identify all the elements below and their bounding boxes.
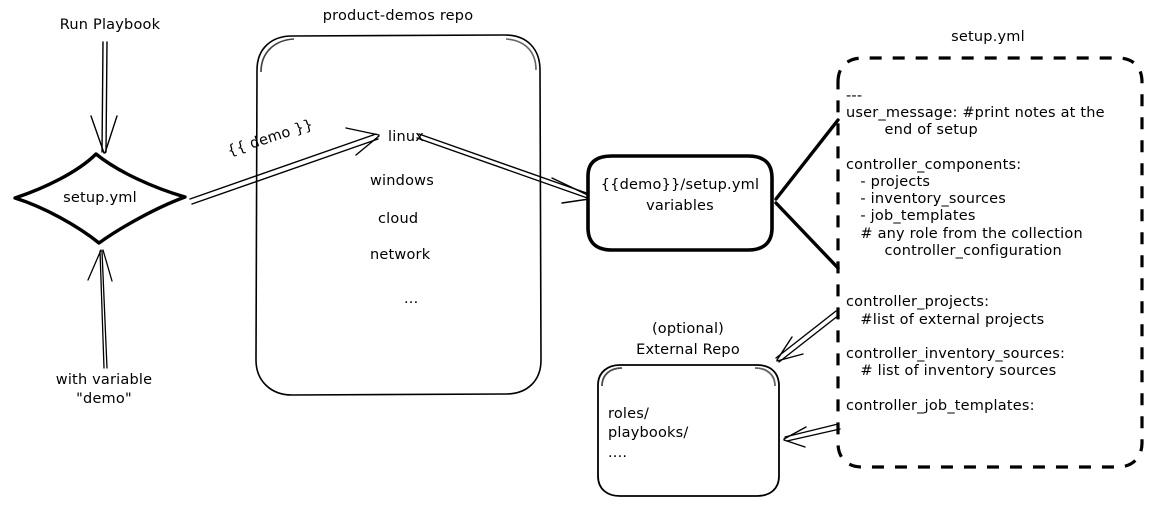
label-setup-yml-title: setup.yml	[951, 29, 1025, 45]
repo-item-cloud[interactable]: cloud	[378, 211, 419, 227]
label-with-variable-line1: with variable	[55, 372, 153, 388]
label-product-demos-repo-title: product-demos repo	[322, 8, 474, 24]
setup-yml-line	[846, 380, 1142, 397]
shape-dashed-box-setup-yml	[836, 56, 1144, 469]
repo-item-network[interactable]: network	[370, 247, 431, 263]
setup-yml-line: ---	[846, 88, 863, 104]
setup-yml-code-block: --- user_message: #print notes at the en…	[846, 88, 1142, 415]
setup-yml-line: controller_job_templates:	[846, 397, 1035, 414]
setup-yml-line: controller_configuration	[846, 242, 1062, 259]
arrow-demo-variable	[189, 127, 380, 205]
setup-yml-line: # any role from the collection	[846, 225, 1083, 242]
setup-yml-line: user_message: #print notes at the	[846, 105, 1105, 122]
setup-yml-line: controller_projects:	[846, 294, 990, 311]
setup-yml-line: controller_inventory_sources:	[846, 345, 1066, 362]
shape-diamond-setup-yml	[13, 152, 187, 245]
setup-yml-line	[846, 277, 1142, 294]
arrow-job-templates-to-external-repo	[783, 423, 841, 448]
label-vars-box-line2: variables	[646, 198, 714, 214]
setup-yml-line: controller_components:	[846, 156, 1022, 173]
shape-box-product-demos-repo	[255, 34, 542, 396]
repo-item-linux[interactable]: linux	[388, 129, 425, 145]
label-diamond-setup-yml: setup.yml	[63, 190, 137, 206]
arrow-run-playbook	[90, 41, 118, 154]
external-repo-item-playbooks: playbooks/	[608, 425, 689, 441]
label-external-repo-title-line1: (optional)	[651, 321, 725, 337]
setup-yml-line: - inventory_sources	[846, 191, 1007, 208]
setup-yml-line: # list of inventory sources	[846, 363, 1057, 380]
connector-setup-yml-to-vars	[774, 118, 840, 270]
label-run-playbook: Run Playbook	[59, 17, 161, 33]
label-vars-box-line1: {{demo}}/setup.yml	[600, 177, 760, 193]
setup-yml-line: - projects	[846, 174, 931, 190]
label-with-variable-line2: "demo"	[76, 391, 132, 407]
external-repo-item-ellipsis: ....	[608, 445, 628, 461]
setup-yml-line: - job_templates	[846, 208, 976, 225]
setup-yml-line	[846, 329, 1142, 346]
repo-item-windows[interactable]: windows	[370, 173, 434, 189]
external-repo-item-roles: roles/	[608, 406, 650, 422]
setup-yml-line	[846, 260, 1142, 277]
arrow-with-variable	[87, 249, 113, 369]
setup-yml-line	[846, 140, 1142, 157]
setup-yml-line: end of setup	[846, 122, 978, 139]
arrow-projects-to-external-repo	[775, 310, 840, 363]
setup-yml-line: #list of external projects	[846, 311, 1045, 328]
shape-box-demo-setup-variables	[586, 154, 774, 252]
label-external-repo-title-line2: External Repo	[636, 342, 740, 358]
shape-box-external-repo	[597, 364, 780, 497]
repo-item-ellipsis: ...	[404, 291, 419, 307]
